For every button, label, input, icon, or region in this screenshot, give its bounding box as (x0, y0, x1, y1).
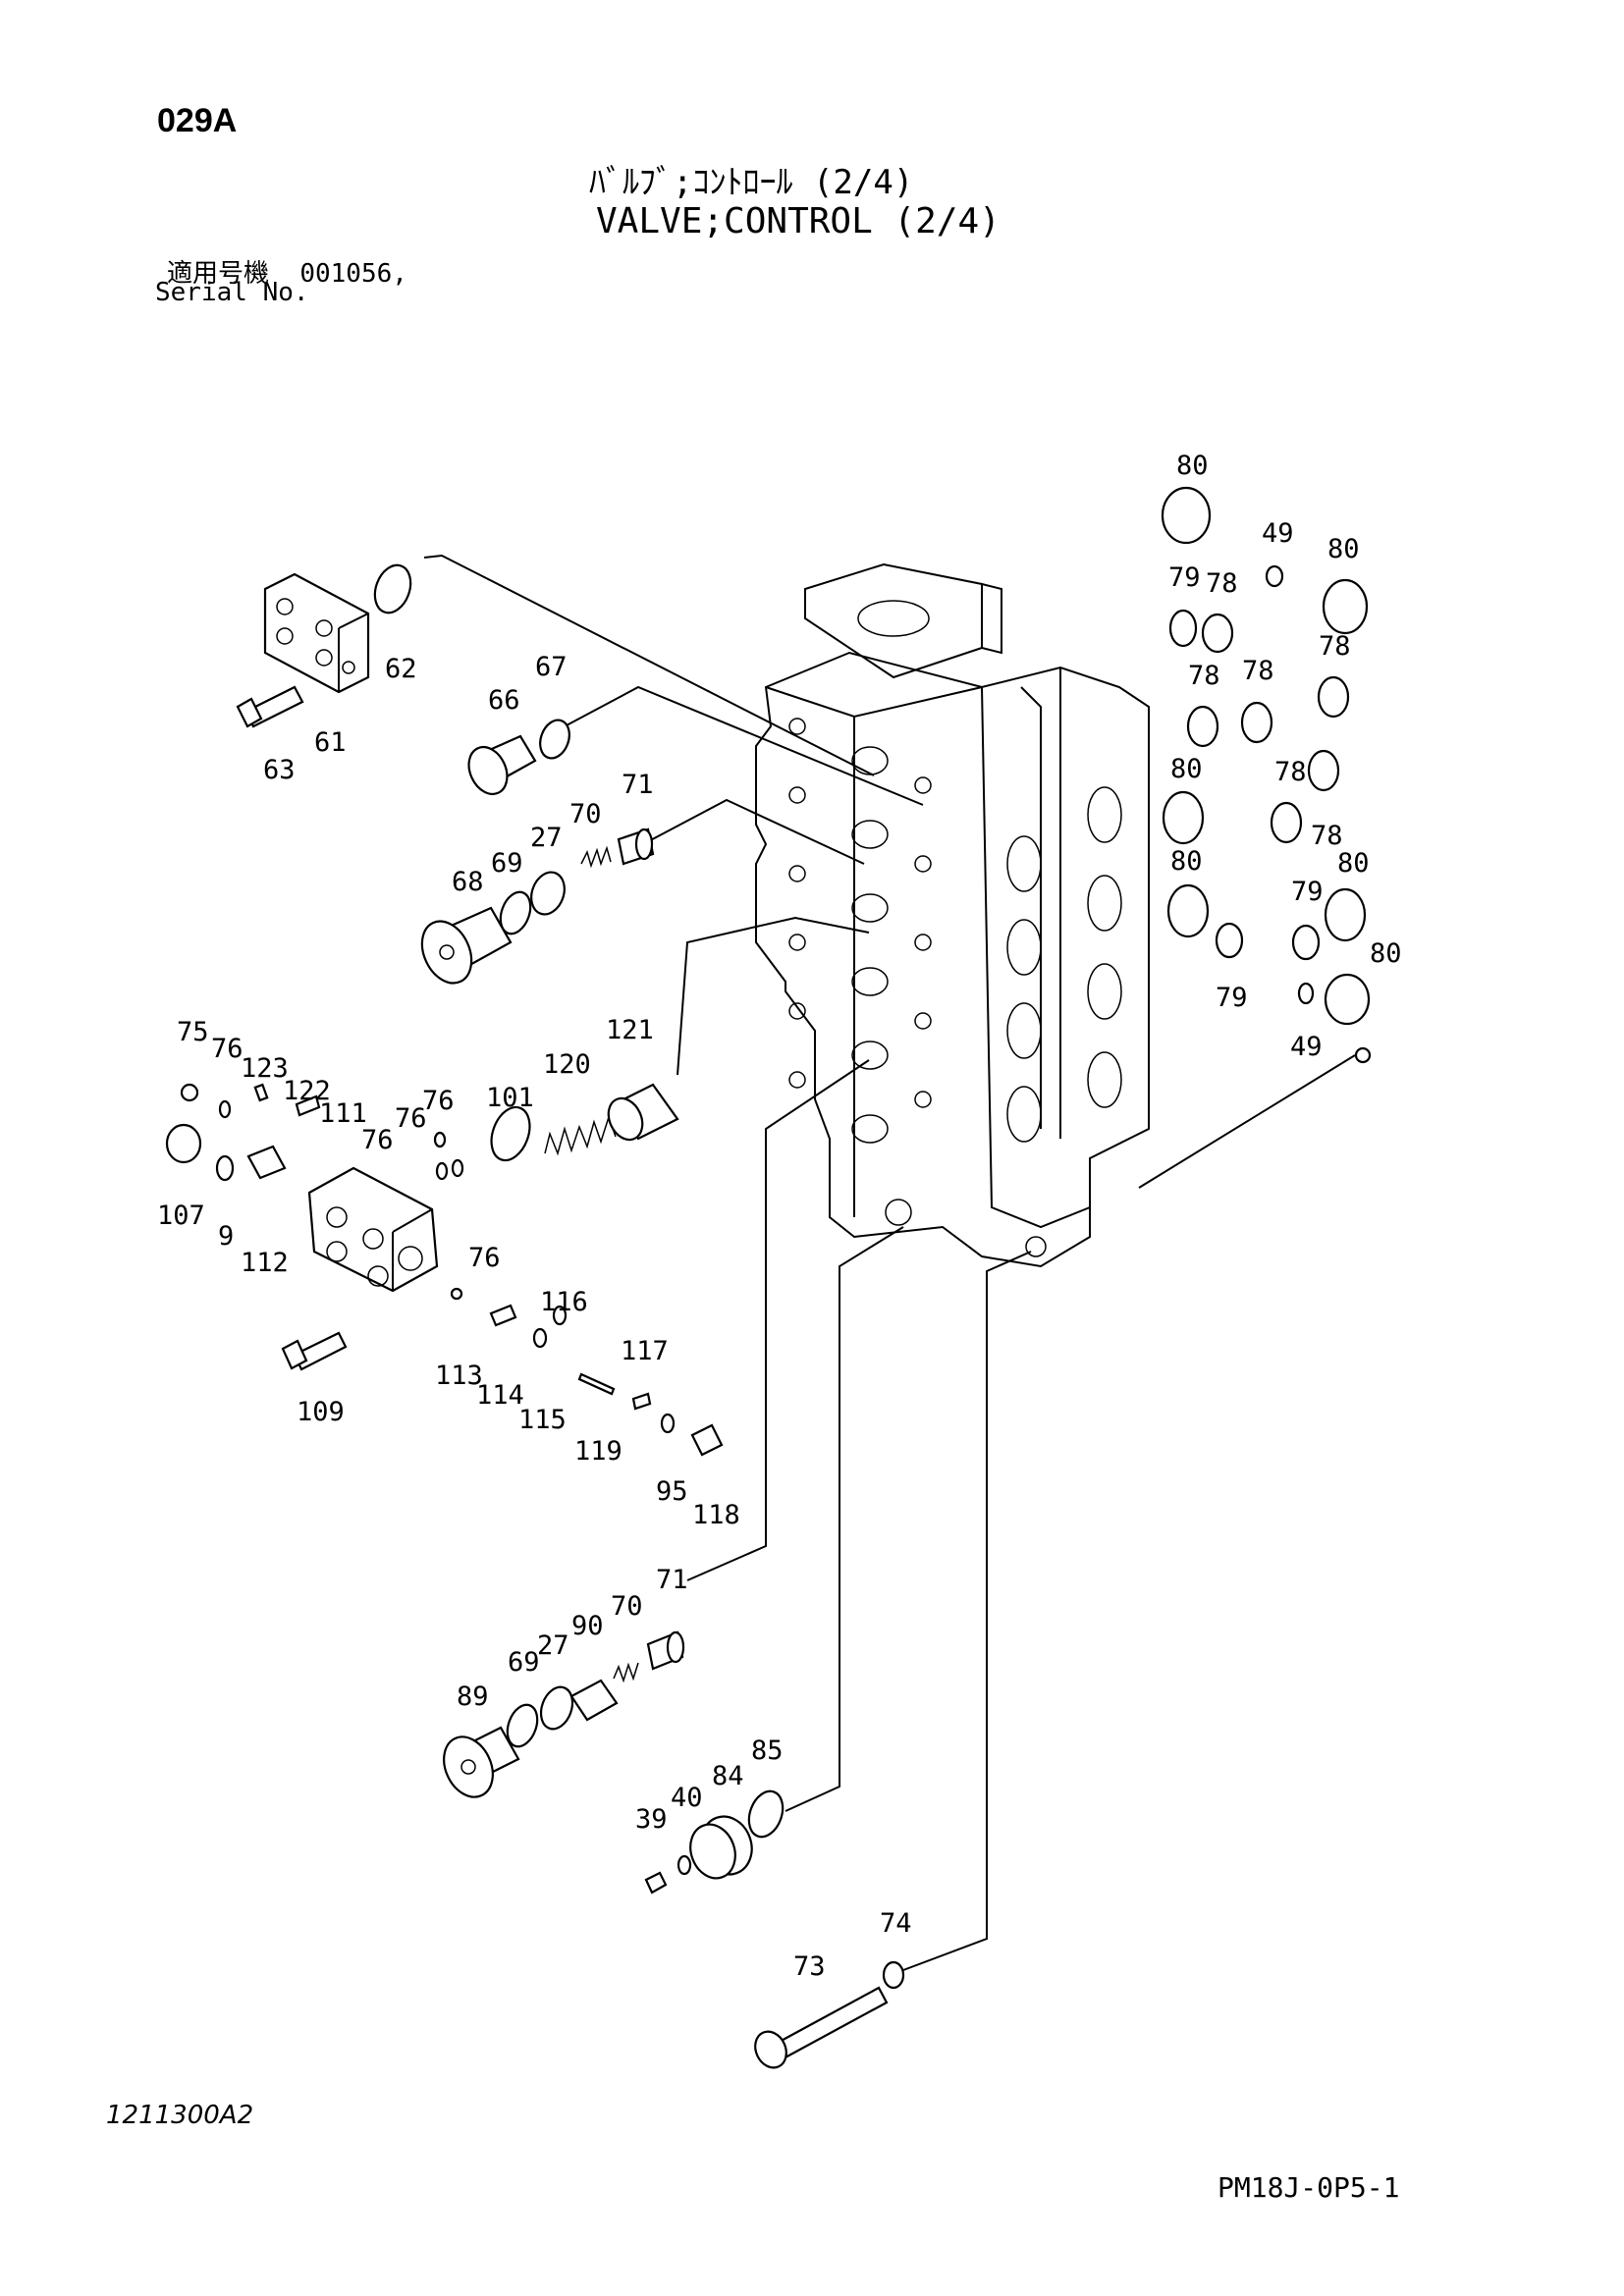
title-japanese: ﾊﾞﾙﾌﾞ;ｺﾝﾄﾛｰﾙ (2/4) (589, 163, 914, 202)
callout-label: 101 (486, 1083, 534, 1113)
parts (165, 486, 1372, 2069)
callout-label: 85 (751, 1735, 784, 1766)
callout-label: 109 (297, 1397, 345, 1427)
callout-label: 79 (1168, 562, 1201, 593)
callout-label: 70 (569, 799, 602, 829)
callout-label: 9 (218, 1221, 234, 1252)
callout-label: 79 (1291, 877, 1324, 907)
callout-label: 73 (793, 1951, 826, 1982)
callout-label: 114 (476, 1380, 524, 1411)
callout-label: 123 (241, 1053, 289, 1084)
callout-label: 118 (692, 1500, 740, 1530)
serial-label-jp: 適用号機 (167, 259, 270, 289)
callout-label: 78 (1188, 661, 1220, 691)
callout-label: 76 (395, 1103, 427, 1134)
leader-lines (423, 554, 1356, 1974)
callout-label: 49 (1290, 1032, 1323, 1062)
callout-label: 27 (530, 823, 563, 853)
callout-label: 68 (452, 867, 484, 897)
callout-label: 122 (283, 1076, 331, 1106)
callout-label: 69 (491, 848, 523, 879)
callout-label: 80 (1176, 451, 1209, 481)
callout-label: 78 (1206, 568, 1238, 599)
callout-label: 63 (263, 755, 296, 785)
callout-label: 78 (1319, 631, 1351, 662)
callout-label: 113 (435, 1361, 483, 1391)
callout-label: 84 (712, 1761, 744, 1791)
callout-label: 71 (622, 770, 654, 800)
callout-label: 89 (457, 1682, 489, 1712)
serial-value: 001056, (299, 259, 407, 289)
callout-label: 120 (543, 1049, 591, 1080)
callout-label: 80 (1337, 848, 1370, 879)
title-english: VALVE;CONTROL (2/4) (596, 201, 1001, 241)
callout-label: 61 (314, 727, 347, 758)
callout-label: 90 (571, 1611, 604, 1641)
callout-label: 78 (1242, 656, 1274, 686)
callout-label: 76 (211, 1034, 244, 1064)
callout-label: 111 (319, 1098, 367, 1129)
callout-label: 66 (488, 685, 520, 716)
callout-label: 112 (241, 1248, 289, 1278)
drawing-number: 1211300A2 (106, 2101, 254, 2130)
callout-label: 80 (1170, 754, 1203, 784)
callout-label: 115 (518, 1405, 567, 1435)
callout-label: 119 (574, 1436, 623, 1467)
callout-label: 27 (537, 1630, 569, 1661)
callout-label: 69 (508, 1647, 540, 1678)
callout-label: 116 (540, 1287, 588, 1317)
callout-label: 78 (1311, 821, 1343, 851)
callout-label: 49 (1262, 518, 1294, 549)
callout-label: 39 (635, 1804, 668, 1835)
callout-label: 76 (468, 1243, 501, 1273)
callout-label: 76 (361, 1125, 394, 1155)
callout-labels: 80 49 80 79 78 78 78 78 80 78 78 80 80 7… (157, 451, 1402, 1982)
callout-label: 74 (880, 1908, 912, 1939)
callout-label: 40 (671, 1783, 703, 1813)
serial-line: 適用号機 001056, (167, 253, 407, 290)
serial-label-en: Serial No. (155, 278, 309, 307)
valve-body (755, 562, 1150, 1268)
callout-label: 80 (1327, 534, 1360, 564)
sheet-number: PM18J-0P5-1 (1218, 2171, 1400, 2204)
callout-label: 75 (177, 1017, 209, 1047)
callout-label: 76 (422, 1086, 455, 1116)
callout-label: 107 (157, 1201, 205, 1231)
callout-label: 121 (606, 1015, 654, 1045)
callout-label: 71 (656, 1565, 688, 1595)
callout-label: 79 (1216, 983, 1248, 1013)
callout-label: 95 (656, 1476, 688, 1507)
callout-label: 67 (535, 652, 568, 682)
callout-label: 80 (1370, 938, 1402, 969)
page-code: 029A (157, 102, 238, 139)
callout-label: 78 (1274, 757, 1307, 787)
callout-label: 62 (385, 654, 417, 684)
callout-label: 70 (611, 1591, 643, 1622)
callout-label: 117 (621, 1336, 669, 1366)
callout-label: 80 (1170, 846, 1203, 877)
